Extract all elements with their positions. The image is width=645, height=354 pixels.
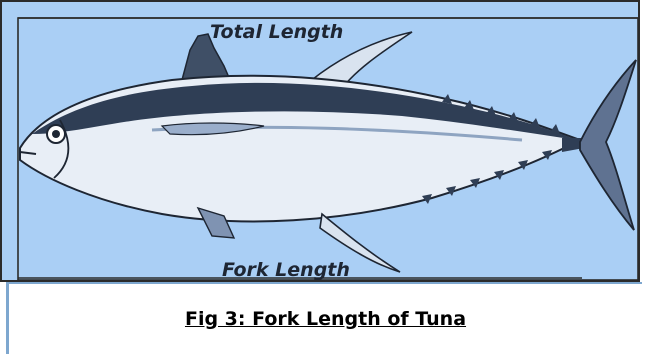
total-length-label: Total Length [210, 21, 343, 43]
tuna-diagram-svg: Total Length Fork Length [2, 2, 642, 284]
fish-pupil [52, 130, 60, 138]
caudal-fin [580, 60, 636, 230]
fork-length-label: Fork Length [222, 259, 350, 281]
tuna-figure: Total Length Fork Length [0, 0, 640, 282]
caption-box: Fig 3: Fork Length of Tuna [6, 282, 642, 354]
figure-caption: Fig 3: Fork Length of Tuna [9, 308, 642, 330]
